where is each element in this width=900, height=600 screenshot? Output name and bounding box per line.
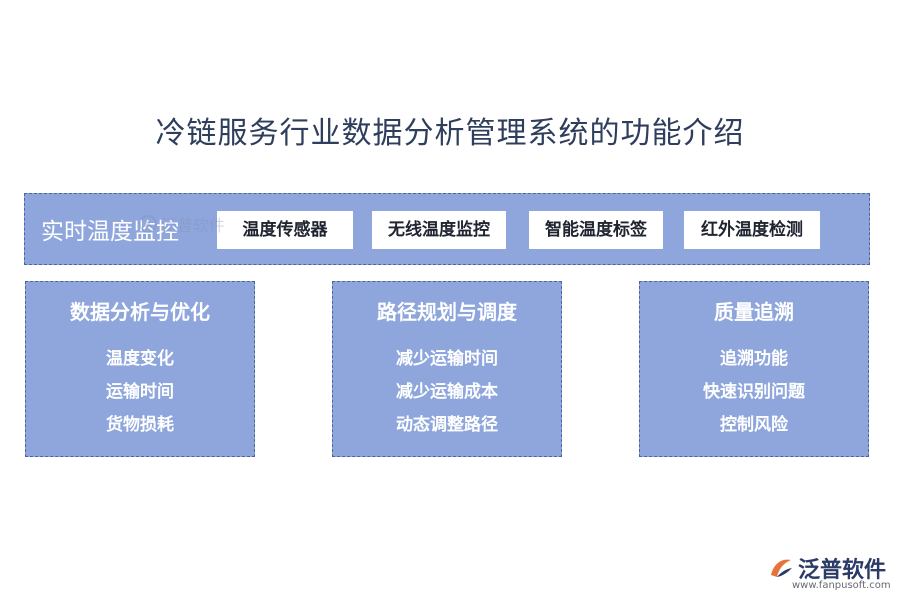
item-wireless-monitoring: 无线温度监控 — [372, 211, 506, 249]
list-item: 动态调整路径 — [396, 415, 498, 435]
item-temperature-sensor: 温度传感器 — [217, 211, 353, 249]
list-item: 控制风险 — [720, 415, 788, 435]
list-item: 减少运输成本 — [396, 382, 498, 402]
item-smart-label: 智能温度标签 — [529, 211, 663, 249]
list-item: 温度变化 — [106, 349, 174, 369]
list-item: 货物损耗 — [106, 415, 174, 435]
panel-quality-traceability: 质量追溯 追溯功能 快速识别问题 控制风险 — [639, 281, 869, 457]
panel-data-analysis: 数据分析与优化 温度变化 运输时间 货物损耗 — [25, 281, 255, 457]
list-item: 快速识别问题 — [703, 382, 805, 402]
brand-name: 泛普软件 — [798, 558, 887, 583]
brand-logo: 泛普软件 — [768, 552, 886, 584]
item-infrared-detection: 红外温度检测 — [684, 211, 820, 249]
panel-title: 数据分析与优化 — [70, 300, 210, 324]
realtime-monitoring-label: 实时温度监控 — [41, 219, 179, 245]
brand-url: www.fanpusoft.com — [792, 580, 891, 591]
list-item: 减少运输时间 — [396, 349, 498, 369]
panel-title: 质量追溯 — [714, 300, 794, 324]
page-title: 冷链服务行业数据分析管理系统的功能介绍 — [155, 116, 745, 151]
list-item: 运输时间 — [106, 382, 174, 402]
brand-logo-icon — [771, 559, 792, 577]
realtime-monitoring-panel: 实时温度监控 温度传感器 无线温度监控 智能温度标签 红外温度检测 — [24, 193, 870, 265]
panel-route-planning: 路径规划与调度 减少运输时间 减少运输成本 动态调整路径 — [332, 281, 562, 457]
panel-title: 路径规划与调度 — [377, 300, 517, 324]
list-item: 追溯功能 — [720, 349, 788, 369]
